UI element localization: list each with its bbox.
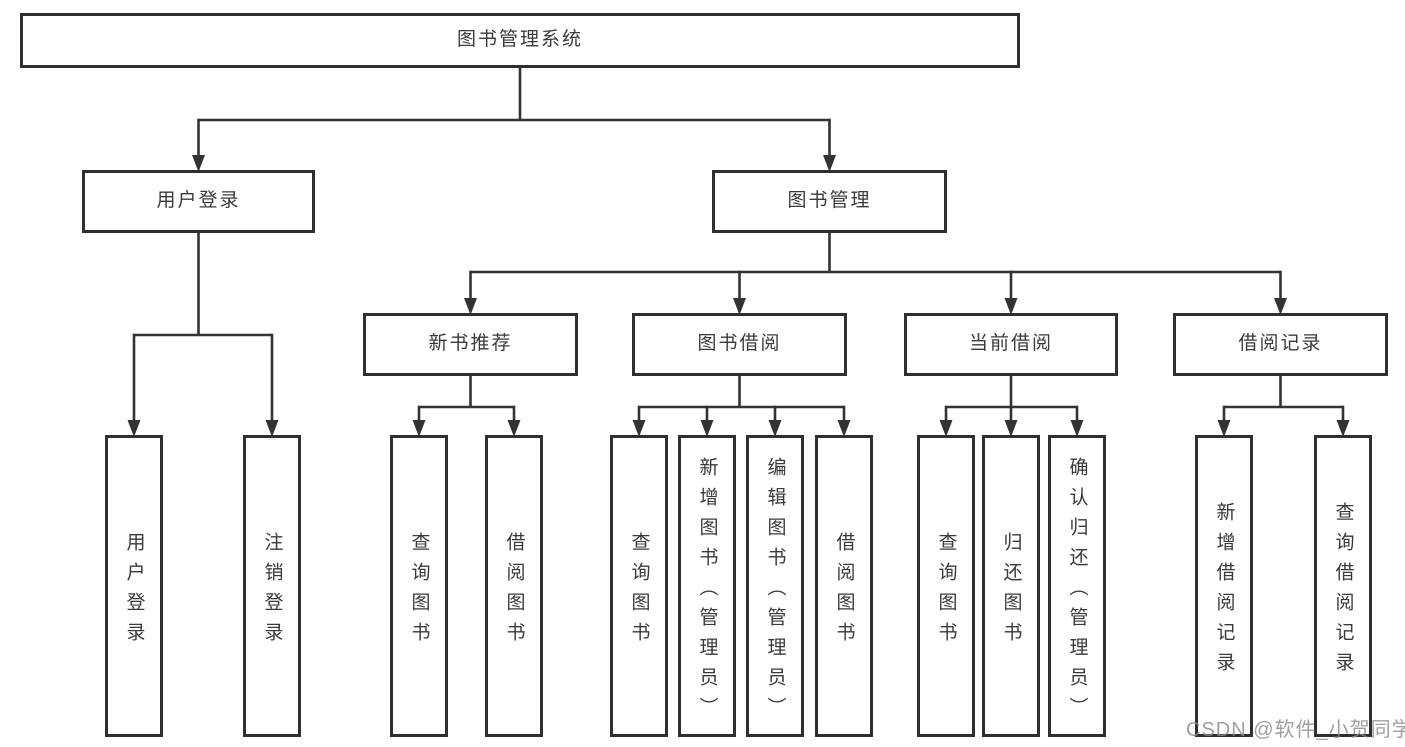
node-root-label: 图书管理系统 bbox=[456, 29, 583, 51]
node-new-book-recommendation-label: 新书推荐 bbox=[428, 333, 513, 355]
leaf-query-books-borrowing: 查询图书 bbox=[610, 435, 668, 737]
leaf-add-books-admin: 新增图书（管理员） bbox=[678, 435, 736, 737]
leaf-query-books-current: 查询图书 bbox=[917, 435, 975, 737]
node-new-book-recommendation: 新书推荐 bbox=[363, 313, 578, 376]
node-current-borrowing: 当前借阅 bbox=[904, 313, 1118, 376]
node-borrowing-records: 借阅记录 bbox=[1173, 313, 1388, 376]
leaf-edit-books-admin-label: 编辑图书（管理员） bbox=[764, 456, 786, 727]
node-borrowing-records-label: 借阅记录 bbox=[1238, 333, 1323, 355]
leaf-confirm-return-admin: 确认归还（管理员） bbox=[1048, 435, 1106, 737]
leaf-query-borrow-record-label: 查询借阅记录 bbox=[1332, 501, 1354, 682]
leaf-user-login-label: 用户登录 bbox=[123, 531, 145, 652]
leaf-borrow-books-borrowing-label: 借阅图书 bbox=[833, 531, 855, 652]
node-book-borrowing-label: 图书借阅 bbox=[697, 333, 782, 355]
leaf-add-borrow-record-label: 新增借阅记录 bbox=[1213, 501, 1235, 682]
node-current-borrowing-label: 当前借阅 bbox=[968, 333, 1053, 355]
leaf-edit-books-admin: 编辑图书（管理员） bbox=[746, 435, 804, 737]
node-book-management-label: 图书管理 bbox=[787, 190, 872, 212]
leaf-borrow-books-recommend-label: 借阅图书 bbox=[503, 531, 525, 652]
leaf-query-books-recommend-label: 查询图书 bbox=[408, 531, 430, 652]
leaf-query-books-current-label: 查询图书 bbox=[935, 531, 957, 652]
leaf-query-borrow-record: 查询借阅记录 bbox=[1314, 435, 1372, 737]
leaf-confirm-return-admin-label: 确认归还（管理员） bbox=[1066, 456, 1088, 727]
leaf-query-books-recommend: 查询图书 bbox=[390, 435, 448, 737]
leaf-logout-label: 注销登录 bbox=[261, 531, 283, 652]
leaf-borrow-books-borrowing: 借阅图书 bbox=[815, 435, 873, 737]
leaf-borrow-books-recommend: 借阅图书 bbox=[485, 435, 543, 737]
leaf-return-books-label: 归还图书 bbox=[1000, 531, 1022, 652]
node-book-borrowing: 图书借阅 bbox=[632, 313, 847, 376]
node-user-login-label: 用户登录 bbox=[156, 190, 241, 212]
leaf-logout: 注销登录 bbox=[243, 435, 301, 737]
leaf-query-books-borrowing-label: 查询图书 bbox=[628, 531, 650, 652]
node-user-login: 用户登录 bbox=[82, 170, 315, 233]
node-book-management: 图书管理 bbox=[712, 170, 947, 233]
node-root: 图书管理系统 bbox=[20, 13, 1020, 68]
arrowhead-icons bbox=[127, 155, 1350, 437]
leaf-add-books-admin-label: 新增图书（管理员） bbox=[696, 456, 718, 727]
leaf-return-books: 归还图书 bbox=[982, 435, 1040, 737]
leaf-user-login: 用户登录 bbox=[105, 435, 163, 737]
watermark: CSDN @软件_小贺同学 bbox=[1186, 719, 1405, 741]
leaf-add-borrow-record: 新增借阅记录 bbox=[1195, 435, 1253, 737]
